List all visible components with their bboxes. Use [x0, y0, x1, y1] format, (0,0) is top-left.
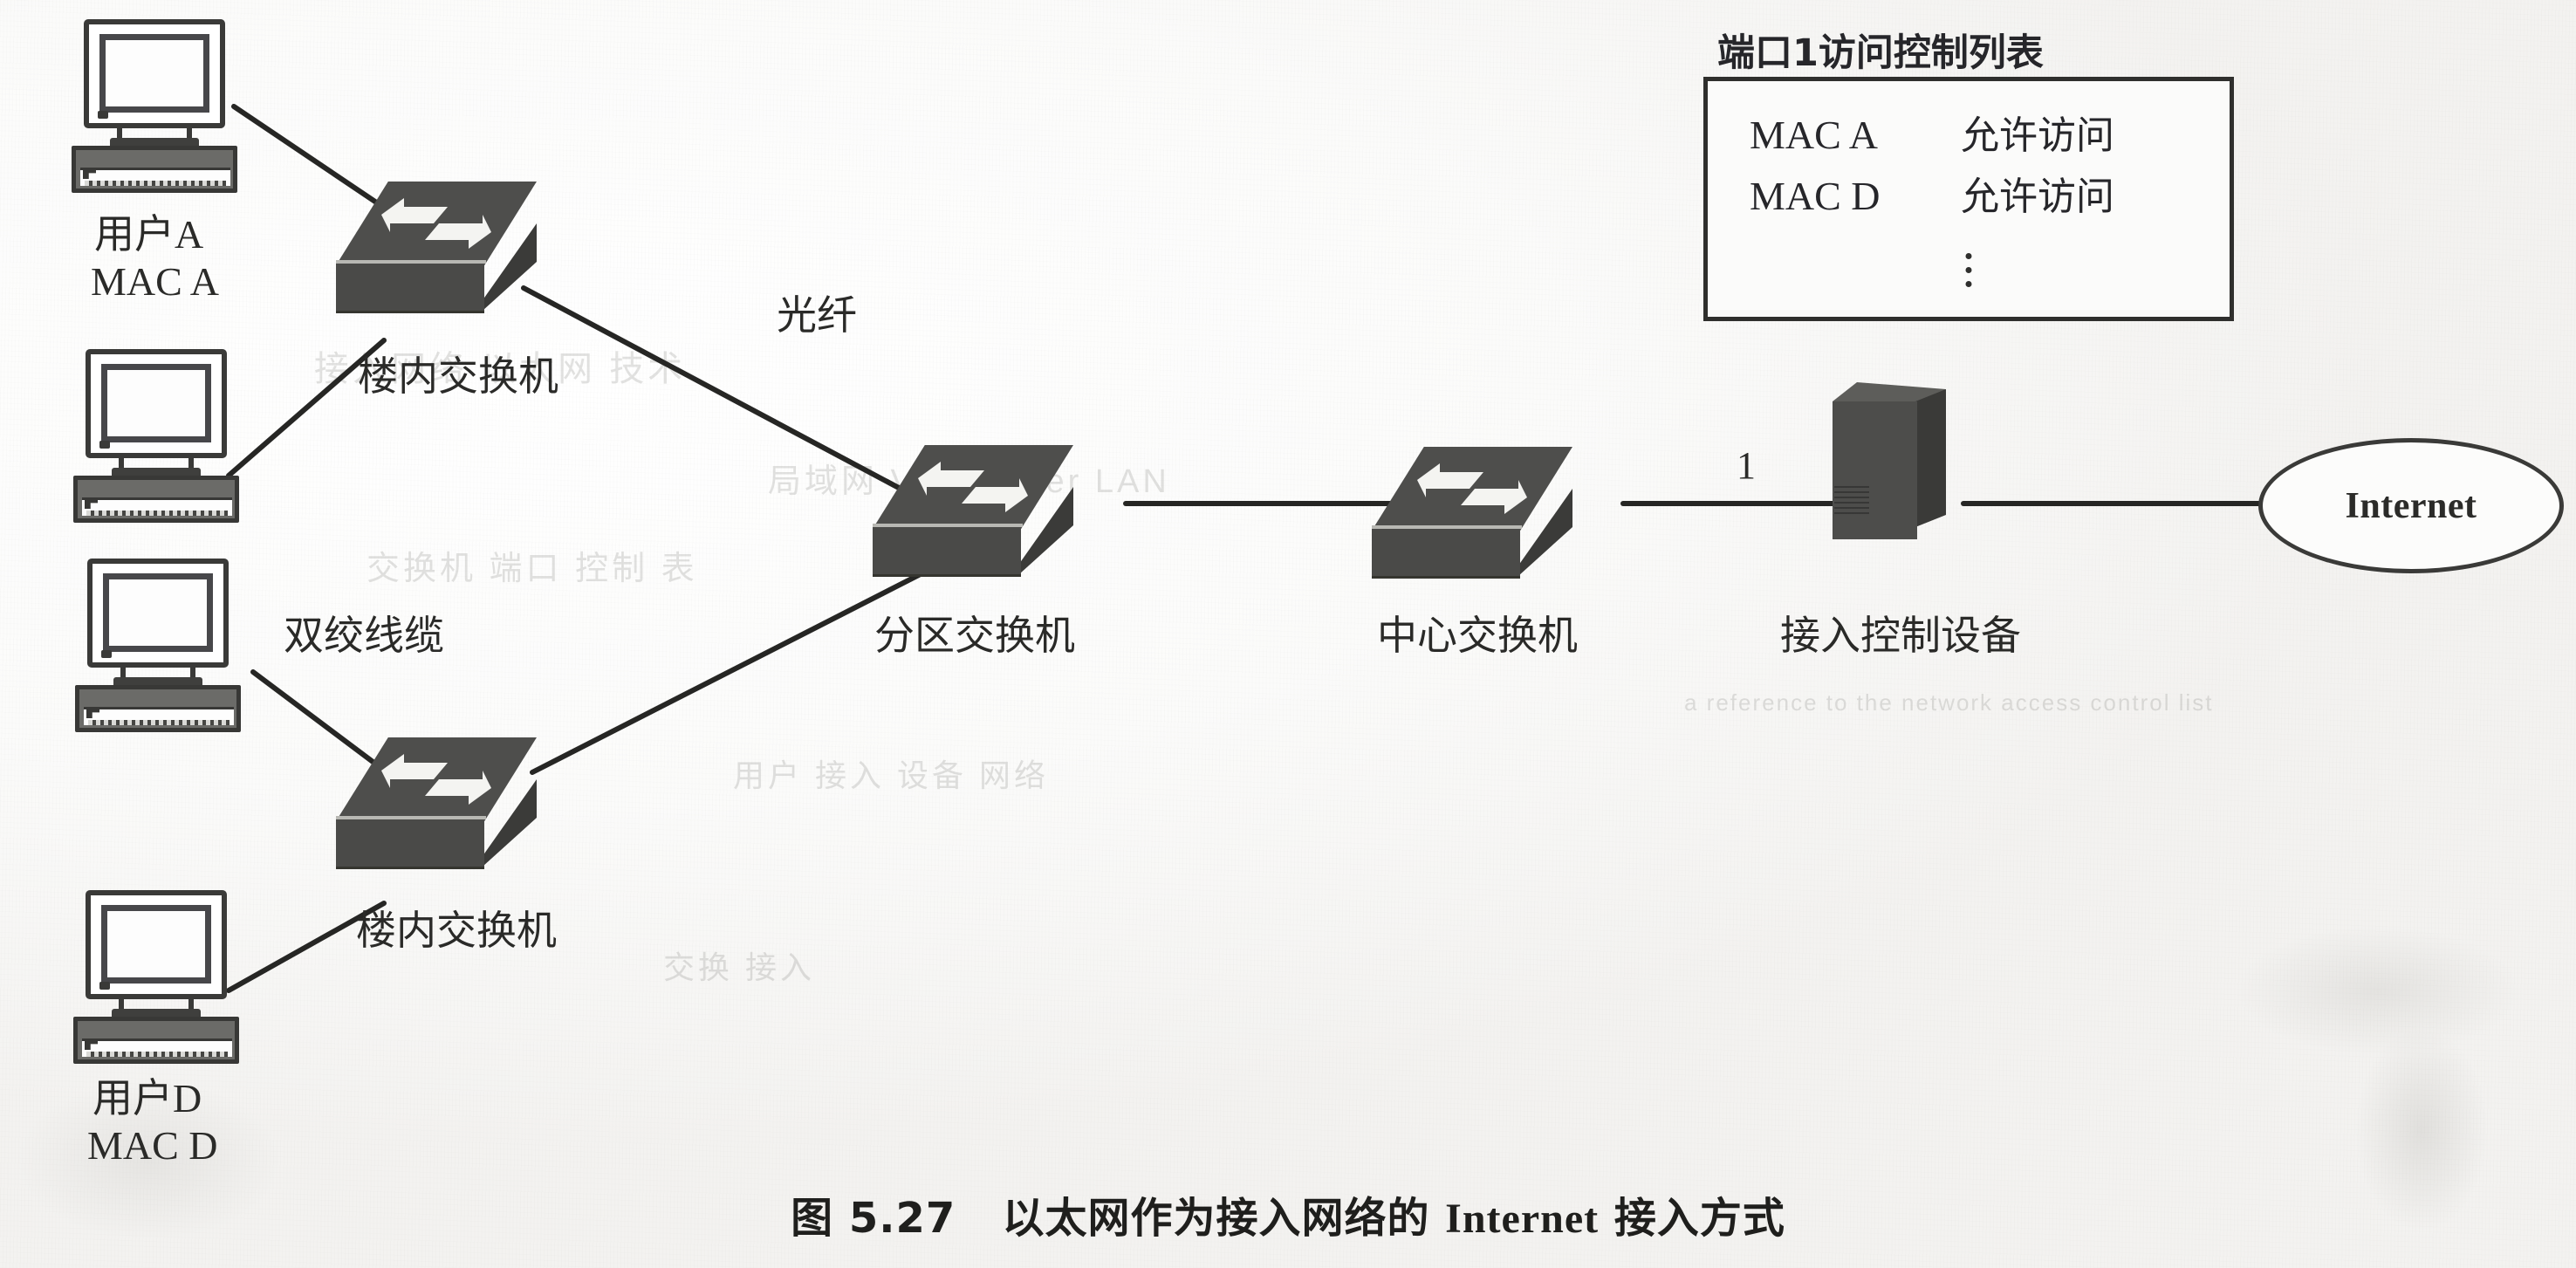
switch-building-bottom[interactable] — [336, 737, 537, 873]
port-number-label: 1 — [1737, 444, 1756, 487]
monitor-screen — [101, 905, 211, 984]
monitor-stand-base — [113, 677, 202, 686]
switch-top-edge — [1372, 525, 1522, 529]
monitor-screen — [103, 573, 213, 652]
switch-label-zone: 分区交换机 — [874, 612, 1075, 659]
device-side-face — [1915, 389, 1946, 527]
monitor-stand-base — [112, 1009, 201, 1018]
monitor-stand — [119, 998, 194, 1011]
computer-chassis — [75, 685, 241, 732]
monitor-bezel — [86, 349, 227, 458]
switch-front-face — [336, 818, 484, 869]
switch-center[interactable] — [1372, 447, 1572, 582]
monitor-screen — [99, 34, 209, 113]
acl-action-cell: 允许访问 — [1961, 175, 2114, 219]
switch-building-top[interactable] — [336, 182, 537, 317]
computer-host-3[interactable] — [75, 559, 241, 733]
monitor-bezel — [86, 890, 227, 999]
switch-label-building-top: 楼内交换机 — [358, 353, 558, 400]
caption-text-cn-2: 接入方式 — [1613, 1194, 1785, 1243]
switch-arrows-icon — [381, 754, 491, 805]
computer-chassis — [73, 476, 239, 523]
switch-front-face — [1372, 527, 1520, 579]
switch-top-edge — [336, 816, 486, 819]
acl-box: MAC A 允许访问 MAC D 允许访问 — [1703, 77, 2234, 321]
acl-action-cell: 允许访问 — [1961, 113, 2114, 158]
switch-front-face — [873, 525, 1021, 577]
link-label-twisted-pair: 双绞线缆 — [284, 612, 444, 659]
acl-mac-cell: MAC A — [1750, 113, 1878, 157]
acl-mac-cell: MAC D — [1750, 174, 1881, 218]
monitor-bezel — [87, 559, 229, 668]
host-label-user-d: 用户D — [92, 1076, 202, 1121]
access-control-list-panel[interactable]: 端口1访问控制列表 MAC A 允许访问 MAC D 允许访问 — [1703, 31, 2234, 321]
chassis-vents — [88, 720, 230, 725]
switch-arrows-icon — [918, 462, 1028, 512]
switch-label-center: 中心交换机 — [1377, 612, 1578, 659]
computer-user-d[interactable] — [73, 890, 239, 1065]
figure-caption: 图 5.27 以太网作为接入网络的 Internet 接入方式 — [0, 1183, 2576, 1244]
device-label-access-control: 接入控制设备 — [1780, 612, 2021, 659]
monitor-power-led-icon — [99, 441, 110, 449]
switch-arrows-icon — [381, 198, 491, 249]
computer-host-2[interactable] — [73, 349, 239, 524]
internet-ellipse — [2258, 438, 2564, 573]
monitor-stand — [119, 457, 194, 470]
monitor-power-led-icon — [98, 111, 108, 119]
acl-row: MAC A 允许访问 — [1708, 104, 2230, 160]
device-front-face — [1833, 401, 1917, 539]
caption-number: 图 5.27 — [791, 1194, 956, 1243]
switch-label-building-bottom: 楼内交换机 — [356, 907, 557, 954]
link-label-fiber: 光纤 — [777, 291, 857, 339]
caption-text-cn-1: 以太网作为接入网络的 — [1002, 1194, 1430, 1243]
host-label-mac-d: MAC D — [87, 1123, 218, 1168]
acl-row: MAC D 允许访问 — [1708, 165, 2230, 221]
access-control-device[interactable] — [1833, 382, 1946, 539]
monitor-screen — [101, 364, 211, 442]
device-vents — [1834, 484, 1869, 514]
monitor-power-led-icon — [99, 982, 110, 990]
switch-arrows-icon — [1417, 463, 1527, 514]
computer-chassis — [72, 146, 237, 193]
chassis-vents — [86, 511, 228, 516]
monitor-power-led-icon — [101, 650, 112, 658]
computer-chassis — [73, 1017, 239, 1064]
switch-zone[interactable] — [873, 445, 1073, 580]
host-label-mac-a: MAC A — [91, 259, 219, 304]
computer-user-a[interactable] — [72, 19, 237, 194]
acl-ellipsis-icon — [1965, 253, 1972, 287]
switch-top-edge — [336, 260, 486, 264]
monitor-stand — [120, 667, 195, 680]
host-label-user-a: 用户A — [94, 212, 204, 257]
monitor-stand-base — [112, 468, 201, 476]
caption-text-en: Internet — [1445, 1196, 1600, 1242]
acl-title: 端口1访问控制列表 — [1717, 31, 2044, 75]
monitor-stand-base — [110, 138, 199, 147]
switch-front-face — [336, 262, 484, 313]
chassis-vents — [85, 181, 226, 186]
chassis-vents — [86, 1052, 228, 1057]
monitor-stand — [117, 127, 192, 141]
switch-top-edge — [873, 524, 1023, 527]
monitor-bezel — [84, 19, 225, 128]
internet-label: Internet — [2345, 485, 2477, 526]
internet-cloud[interactable]: Internet — [2258, 438, 2564, 573]
